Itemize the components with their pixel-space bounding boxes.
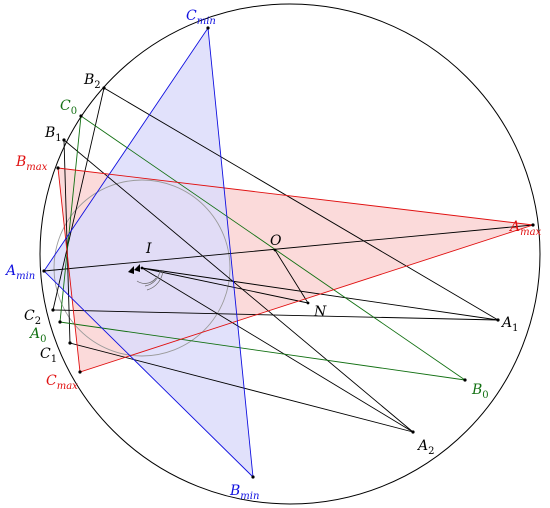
blue-triangle — [43, 26, 254, 479]
label-a-0: A0 — [28, 326, 47, 345]
label-b-min: Bmin — [229, 483, 259, 502]
label-a-1: A1 — [500, 315, 519, 334]
label-c-2: C2 — [24, 308, 41, 327]
incircle — [53, 179, 231, 357]
circumcircle — [39, 3, 541, 505]
label-n: N — [313, 304, 327, 320]
blue-triangle-fill — [44, 28, 253, 477]
label-b-max: Bmax — [15, 154, 48, 173]
label-a-min: Amin — [4, 263, 35, 282]
label-b-2: B2 — [83, 72, 101, 91]
green-triangle — [59, 115, 466, 381]
label-o: O — [270, 233, 282, 249]
black-lines — [43, 87, 534, 433]
vertex-dots — [42, 26, 535, 479]
label-a-2: A2 — [416, 438, 435, 457]
label-c-0: C0 — [60, 98, 77, 117]
label-c-max: Cmax — [46, 373, 78, 392]
angle-arrow-icons — [128, 264, 140, 274]
label-b-1: B1 — [44, 125, 62, 144]
red-triangle — [57, 167, 534, 373]
label-b-0: B0 — [471, 382, 489, 401]
label-c-1: C1 — [40, 346, 57, 365]
label-a-max: Amax — [508, 219, 542, 238]
label-c-min: Cmin — [186, 8, 216, 27]
label-i: I — [145, 241, 152, 257]
angle-marks — [136, 269, 164, 291]
